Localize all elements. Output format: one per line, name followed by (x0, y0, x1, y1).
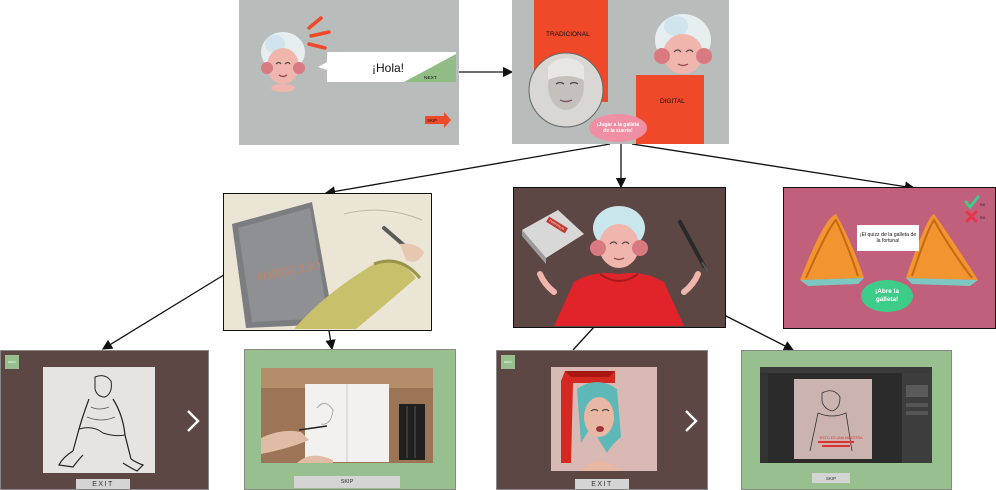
menu-button-label: MENU (8, 360, 16, 364)
screen-video-traditional: SKIP (244, 349, 456, 490)
exit-button-digital[interactable]: EXIT (575, 479, 629, 489)
screen-choice: PORTFOLIO (513, 187, 726, 328)
menu-button-label-digital: MENU (504, 360, 512, 364)
digital-artwork (551, 367, 657, 471)
screen-fortune: Sí! Sí! ¡El quizz de la galleta de la fo… (783, 187, 996, 329)
no-label: Sí! (980, 215, 985, 220)
quiz-text: ¡El quizz de la galleta de la fortuna! (858, 226, 918, 250)
arrow-menu-to-fortune (631, 143, 916, 192)
portfolio-book-small: PORTFOLIO (522, 210, 584, 264)
fortune-button-bg (589, 114, 647, 142)
traditional-button[interactable]: TRADICIONAL (546, 31, 590, 38)
arrow-menu-to-portfolio (324, 143, 611, 197)
screen-menu: TRADICIONAL DIGITAL ¡Jugar a la galleta … (512, 0, 729, 144)
pencil-portrait (528, 52, 604, 128)
chevron-right-icon[interactable] (185, 409, 201, 433)
skip-button-video[interactable]: SKIP (294, 476, 400, 488)
menu-button[interactable]: MENU (501, 355, 515, 369)
arrow-choice-to-digital-video (723, 314, 795, 351)
skip-arrow-icon (425, 112, 451, 128)
fortune-artwork: Sí! Sí! (784, 188, 994, 327)
software-screenshot: ESTO ES UNA MUESTRA (760, 367, 932, 463)
screen-portfolio: PORTFOLIO (223, 193, 432, 331)
screen-intro: ¡Hola! NEXT SKIP (239, 0, 459, 145)
stylus-icon (678, 220, 706, 268)
open-cookie-button[interactable]: ¡Abre la galleta! (864, 284, 910, 308)
cross-icon (965, 210, 978, 223)
arrow-portfolio-to-gallery (101, 272, 228, 350)
burst-lines (307, 16, 331, 50)
open-button-bg (861, 280, 913, 312)
screen-video-digital: ESTO ES UNA MUESTRA SKIP (741, 350, 952, 490)
skip-button[interactable]: SKIP (427, 118, 437, 123)
pencil-case (399, 404, 425, 460)
intro-artwork: ¡Hola! NEXT SKIP (261, 16, 456, 128)
portfolio-artwork: PORTFOLIO (224, 194, 430, 329)
quiz-text-label: ¡El quizz de la galleta de la fortuna! (859, 231, 917, 244)
yes-label: Sí! (980, 202, 985, 207)
hand (261, 430, 309, 454)
fortune-button-label: ¡Jugar a la galleta de la suerte! (596, 122, 640, 134)
skip-digital-video-label: SKIP (825, 475, 837, 481)
exit-button-label-digital: EXIT (591, 481, 613, 488)
sketch-artwork (43, 367, 155, 473)
exit-button-label: EXIT (92, 481, 114, 488)
fortune-cookie-button[interactable]: ¡Jugar a la galleta de la suerte! (594, 117, 642, 141)
skip-button-digital-video[interactable]: SKIP (812, 473, 850, 483)
character-avatar (261, 32, 305, 92)
menu-artwork: TRADICIONAL DIGITAL (528, 0, 712, 144)
skip-video-label: SKIP (340, 479, 354, 485)
open-cookie-label: ¡Abre la galleta! (875, 288, 899, 303)
svg-text:ESTO ES UNA MUESTRA: ESTO ES UNA MUESTRA (820, 436, 863, 440)
digital-bar (636, 75, 704, 144)
character-avatar-choice (537, 206, 701, 326)
screen-gallery-traditional: MENU EXIT (0, 350, 209, 490)
cookie-left (800, 214, 864, 280)
digital-button[interactable]: DIGITAL (660, 98, 685, 105)
quiz-paper (857, 225, 919, 251)
red-frame (561, 371, 615, 463)
cookie-right (906, 214, 978, 280)
greeting-text: ¡Hola! (372, 61, 404, 75)
next-corner (404, 54, 456, 82)
link-choice-to-digital-gallery (572, 326, 595, 351)
arrow-portfolio-to-video (325, 330, 336, 351)
screen-gallery-digital: MENU EXIT (496, 350, 708, 490)
next-button[interactable]: NEXT (424, 75, 437, 81)
chevron-right-icon[interactable] (683, 409, 699, 433)
check-icon (964, 195, 980, 210)
drawing-video-frame (261, 368, 433, 463)
choice-artwork: PORTFOLIO (514, 188, 724, 326)
character-avatar-menu (654, 14, 712, 74)
sleeve (294, 260, 416, 329)
menu-button[interactable]: MENU (5, 355, 19, 369)
exit-button[interactable]: EXIT (76, 479, 130, 489)
